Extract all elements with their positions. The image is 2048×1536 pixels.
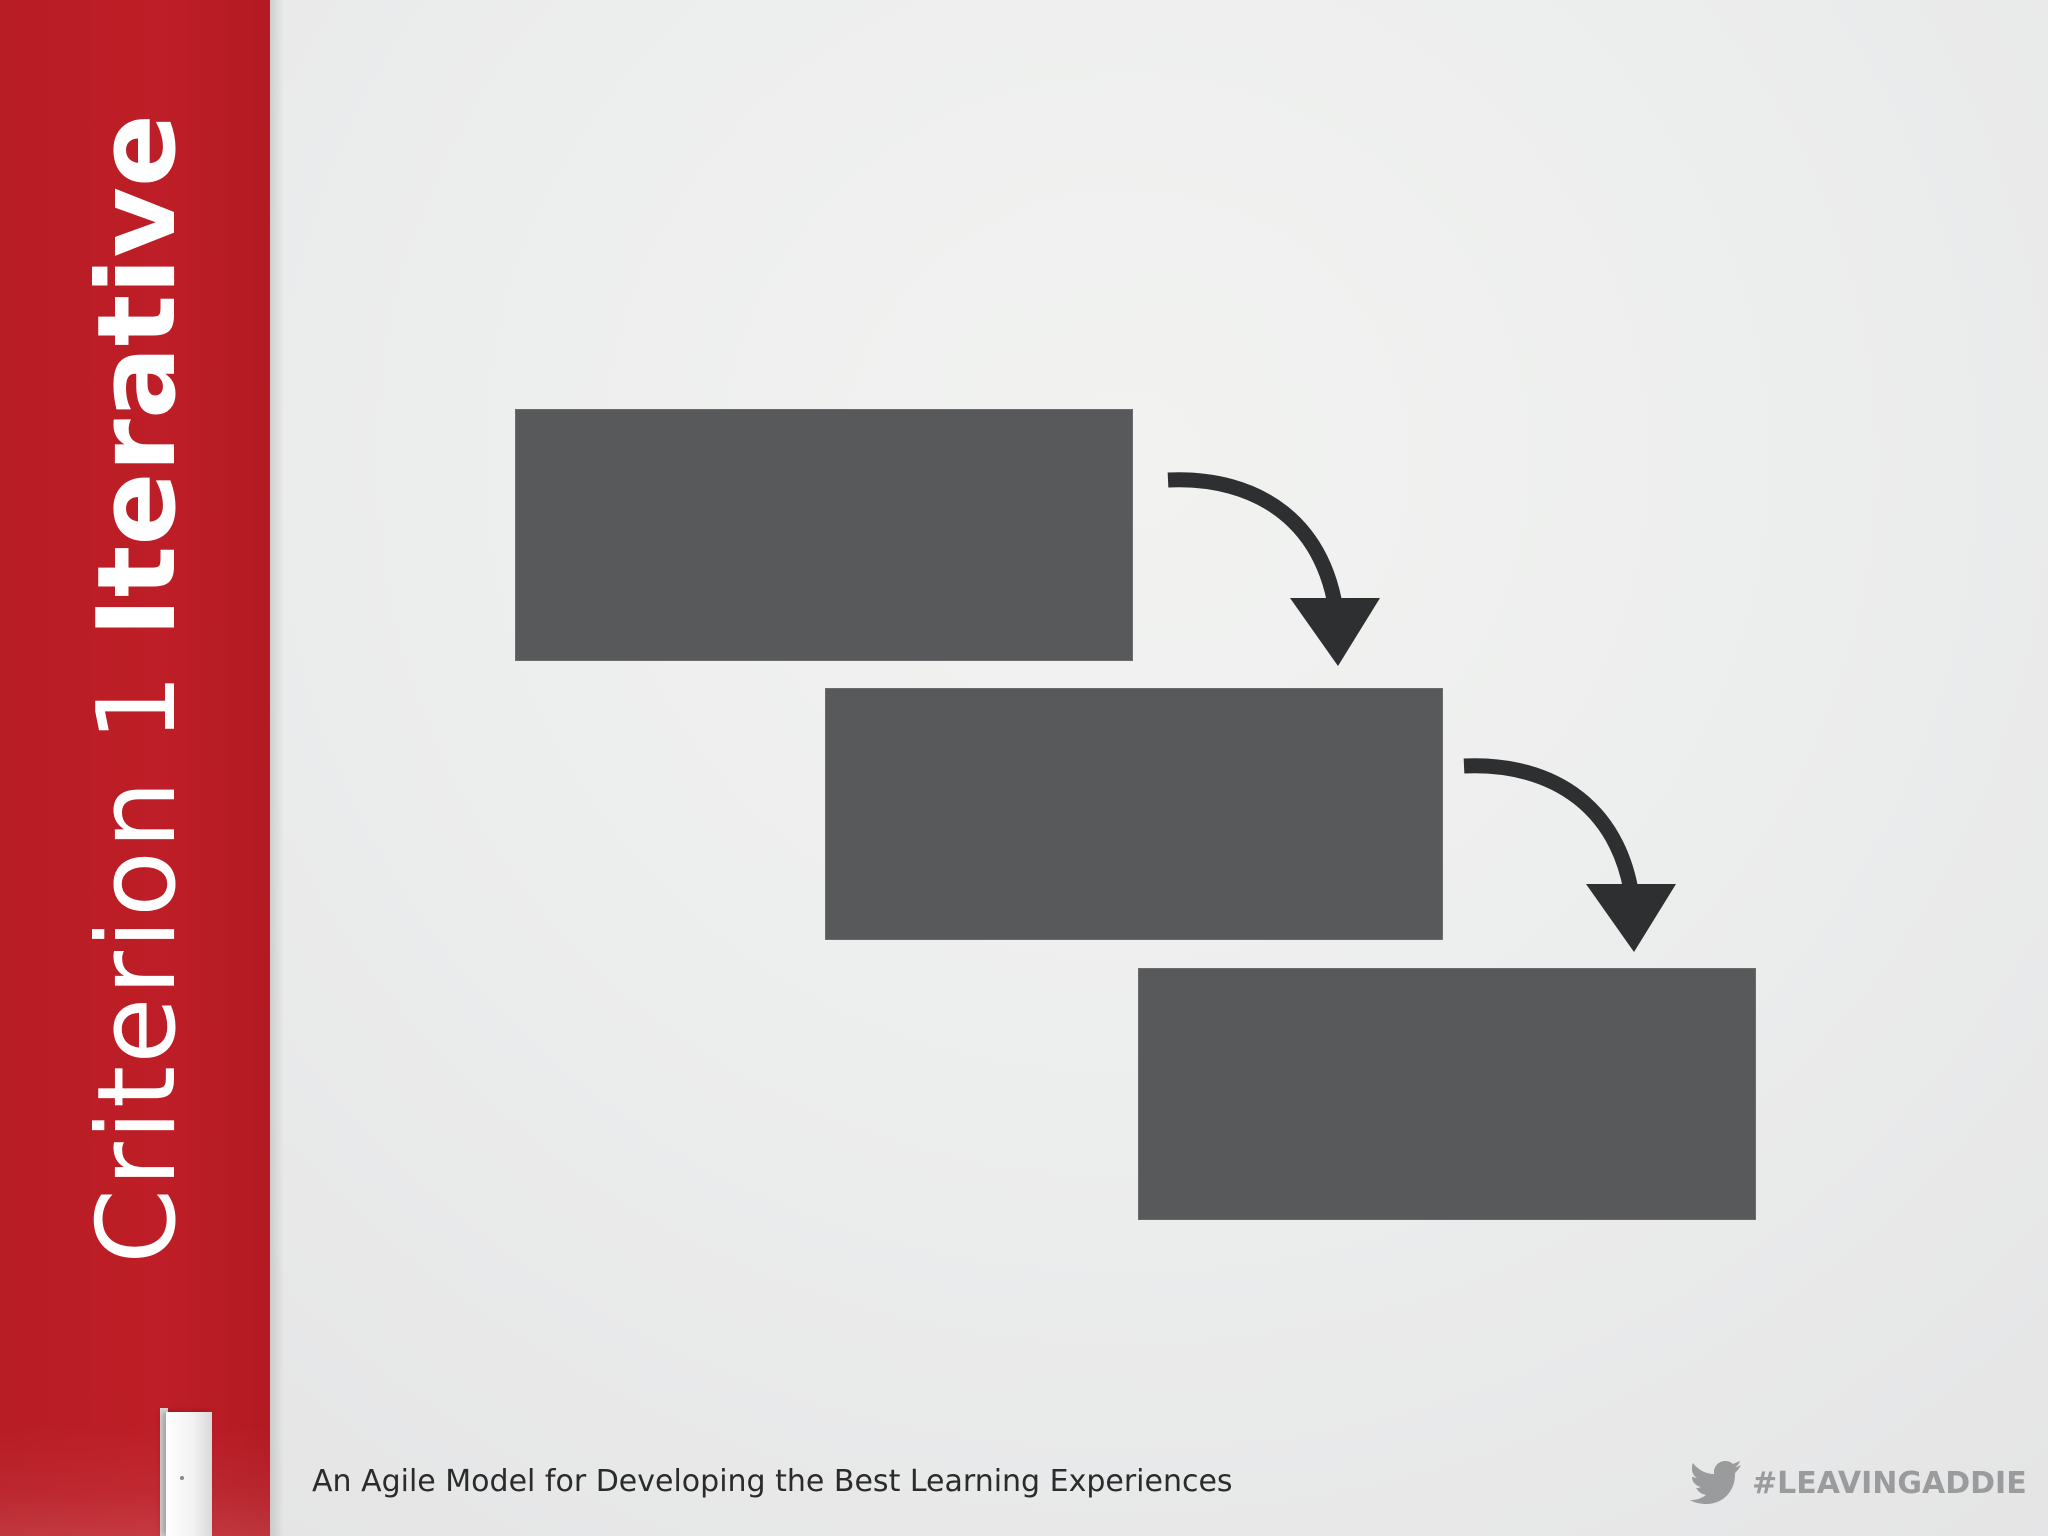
slide-title-rotated: Criterion 1 Iterative: [0, 0, 270, 1536]
step-box-3: [1138, 968, 1756, 1220]
floor-glow: [0, 1426, 270, 1536]
curved-arrow-down-icon: [1167, 472, 1380, 666]
step-box-2: [825, 688, 1443, 940]
sidebar: Criterion 1 Iterative: [0, 0, 270, 1536]
twitter-bird-icon: [1690, 1461, 1741, 1504]
step-box-1: [515, 409, 1133, 661]
open-door-icon: [166, 1412, 212, 1536]
door-frame: [160, 1408, 168, 1536]
slide-title: Criterion 1 Iterative: [75, 113, 200, 1264]
curved-arrow-down-icon: [1463, 758, 1676, 952]
door-knob: [180, 1476, 184, 1480]
title-iterative: Iterative: [75, 113, 200, 638]
hashtag: #LEAVINGADDIE: [1752, 1466, 2027, 1501]
footer-tagline: An Agile Model for Developing the Best L…: [312, 1464, 1233, 1499]
title-criterion: Criterion 1: [75, 671, 200, 1264]
sidebar-shadow: [270, 0, 284, 1536]
